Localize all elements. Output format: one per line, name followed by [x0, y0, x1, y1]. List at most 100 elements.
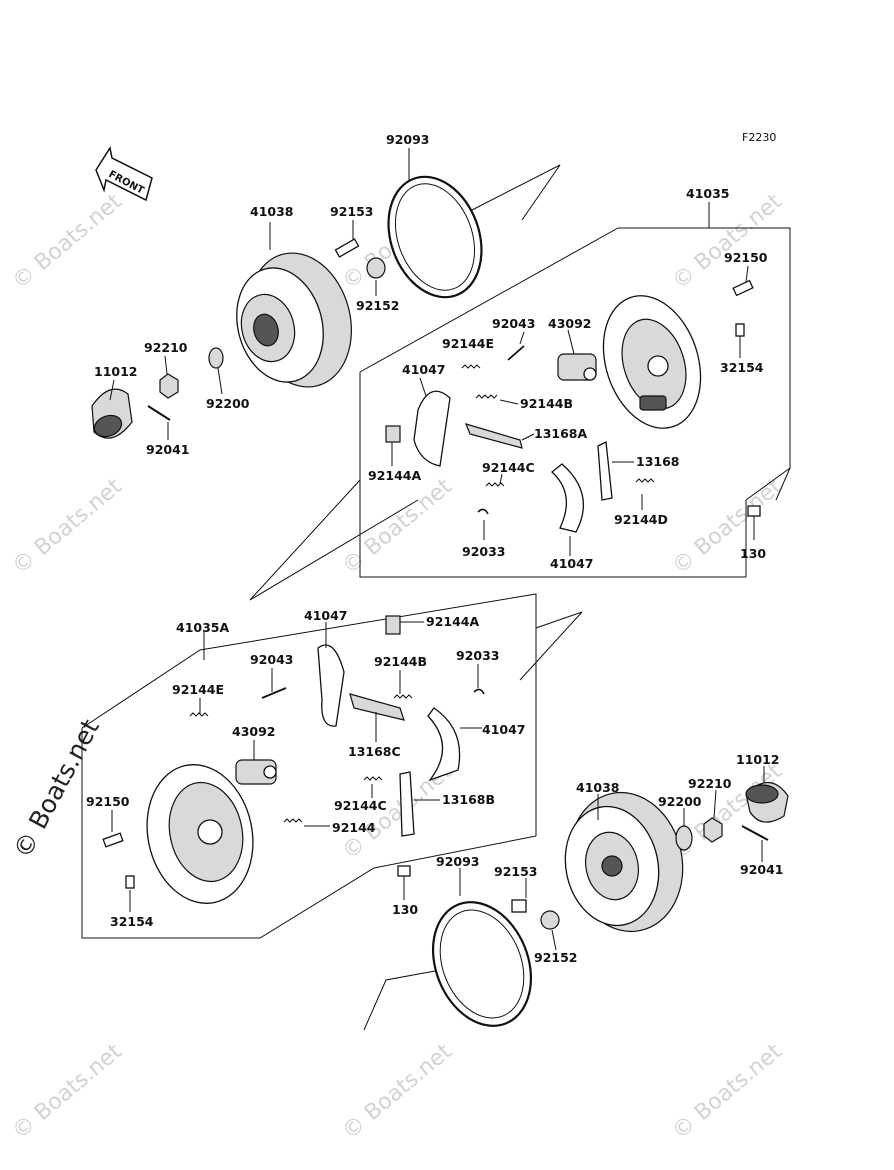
spring-92144B-upper [475, 394, 519, 405]
lever-13168-upper [597, 440, 634, 501]
part-label[interactable]: 92144E [172, 682, 224, 697]
clip-92144A-lower [385, 615, 424, 635]
collar-92152-upper [366, 257, 386, 296]
part-label[interactable]: 92033 [462, 544, 506, 559]
backing-plate-41035-upper [602, 202, 710, 429]
brake-drum-41038-upper [236, 222, 353, 388]
brake-shoe-41047-upper-right [551, 463, 585, 556]
part-label[interactable]: 13168B [442, 792, 495, 807]
spring-92144D-upper [635, 478, 655, 510]
lever-13168C-lower [349, 693, 405, 742]
front-arrow-icon: FRONT [95, 146, 153, 202]
spring-92144-lower [283, 818, 330, 827]
part-label[interactable]: 41038 [250, 204, 294, 219]
part-label[interactable]: 13168A [534, 426, 587, 441]
part-label[interactable]: 92150 [724, 250, 768, 265]
pin-92043-lower [261, 668, 287, 699]
part-label[interactable]: 92153 [330, 204, 374, 219]
part-label[interactable]: 92153 [494, 864, 538, 879]
part-label[interactable]: 41047 [550, 556, 594, 571]
bolt-92150-upper [732, 265, 754, 297]
part-label[interactable]: 92144A [426, 614, 479, 629]
figure-code: F2230 [742, 131, 776, 144]
part-label[interactable]: 92144A [368, 468, 421, 483]
part-label[interactable]: 92144C [482, 460, 535, 475]
spring-92144C-upper [485, 473, 505, 487]
part-label[interactable]: 92043 [492, 316, 536, 331]
part-label[interactable]: 130 [392, 902, 418, 917]
part-label[interactable]: 92144E [442, 336, 494, 351]
upper-assembly-frame [249, 164, 791, 601]
part-label[interactable]: 32154 [110, 914, 154, 929]
part-label[interactable]: 92150 [86, 794, 130, 809]
part-label[interactable]: 92043 [250, 652, 294, 667]
part-label[interactable]: 92093 [386, 132, 430, 147]
lever-13168B-lower [399, 771, 440, 837]
watermark: © Boats.net [8, 474, 127, 580]
wheel-cylinder-43092-lower [235, 740, 277, 785]
seal-ring-92093-lower [431, 868, 533, 1027]
part-label[interactable]: 92041 [740, 862, 784, 877]
cap-11012-lower [745, 766, 789, 823]
part-label[interactable]: 92200 [658, 794, 702, 809]
watermark: © Boats.net [8, 189, 127, 295]
watermark: © Boats.net [338, 474, 457, 580]
brake-shoe-41047-lower-right [427, 707, 482, 782]
brake-shoe-41047-lower-left [317, 622, 345, 727]
seal-ring-92093-upper [387, 148, 483, 299]
part-label[interactable]: 41047 [482, 722, 526, 737]
part-label[interactable]: 92200 [206, 396, 250, 411]
spring-92144C-lower [363, 776, 383, 798]
clip-92033-lower [473, 664, 485, 695]
part-label[interactable]: 11012 [94, 364, 138, 379]
lever-13168A-upper [464, 423, 535, 449]
bolt-92150-lower [102, 810, 124, 848]
pin-92041-upper [147, 405, 171, 440]
part-label[interactable]: 92152 [356, 298, 400, 313]
watermark: © Boats.net [668, 474, 787, 580]
clip-92033-upper [477, 508, 489, 540]
part-label[interactable]: 41047 [304, 608, 348, 623]
part-label[interactable]: 92144D [614, 512, 668, 527]
part-label[interactable]: 92041 [146, 442, 190, 457]
brake-drum-41038-lower [564, 791, 684, 933]
lower-assembly-frame [81, 593, 583, 1031]
part-label[interactable]: 41047 [402, 362, 446, 377]
part-label[interactable]: 92144B [520, 396, 573, 411]
bolt-92153-upper [334, 220, 360, 258]
part-label[interactable]: 92144 [332, 820, 376, 835]
part-label[interactable]: 41035A [176, 620, 229, 635]
brake-shoe-41047-upper-left [413, 377, 451, 467]
bolt-130-upper [747, 505, 761, 540]
part-label[interactable]: 13168C [348, 744, 401, 759]
part-label[interactable]: 92210 [144, 340, 188, 355]
watermark: © Boats.net [668, 189, 787, 295]
part-label[interactable]: 43092 [548, 316, 592, 331]
part-label[interactable]: 130 [740, 546, 766, 561]
part-label[interactable]: 92210 [688, 776, 732, 791]
part-label[interactable]: 92144B [374, 654, 427, 669]
collar-92152-lower [540, 910, 560, 951]
part-label[interactable]: 11012 [736, 752, 780, 767]
bolt-130-lower [397, 865, 411, 900]
part-label[interactable]: 41038 [576, 780, 620, 795]
washer-92200-lower [675, 808, 693, 851]
part-label[interactable]: 92033 [456, 648, 500, 663]
part-label[interactable]: 43092 [232, 724, 276, 739]
part-label[interactable]: 32154 [720, 360, 764, 375]
clip-92144A-upper [385, 425, 401, 466]
spring-92144E-lower [189, 698, 209, 717]
pin-92041-lower [741, 825, 769, 862]
watermark-large: © Boats.net [8, 714, 105, 862]
part-label[interactable]: 92152 [534, 950, 578, 965]
part-label[interactable]: 92093 [436, 854, 480, 869]
watermark: © Boats.net [338, 1039, 457, 1145]
watermark: © Boats.net [668, 1039, 787, 1145]
part-label[interactable]: 41035 [686, 186, 730, 201]
part-label[interactable]: 13168 [636, 454, 680, 469]
nut-92210-upper [159, 355, 179, 399]
bolt-92153-lower [511, 878, 527, 913]
part-label[interactable]: 92144C [334, 798, 387, 813]
